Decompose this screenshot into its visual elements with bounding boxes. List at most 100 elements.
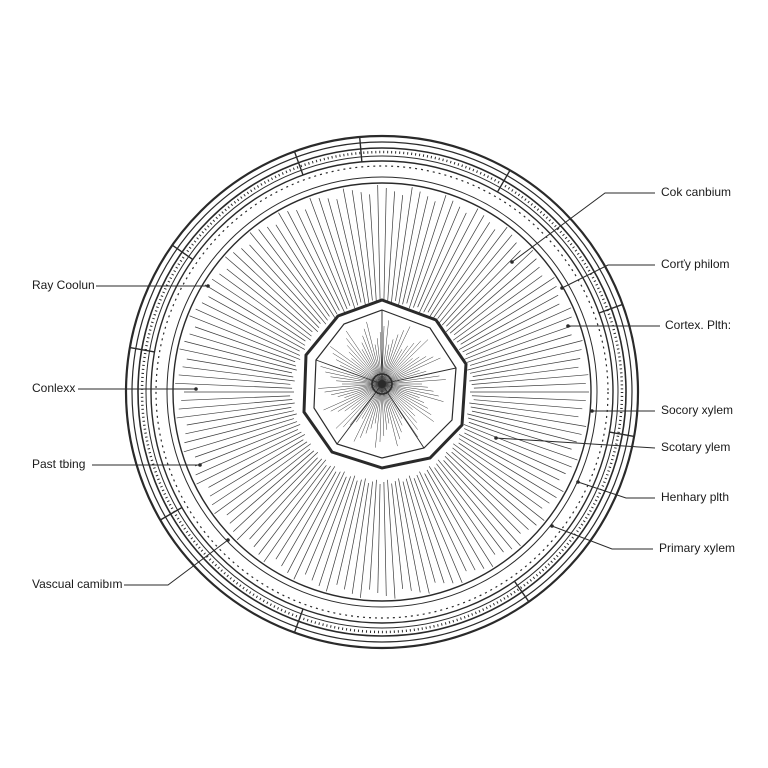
ray-125: [427, 215, 485, 313]
pith-fiber-2: [381, 383, 434, 392]
bark-divider-0: [358, 136, 363, 162]
ray-32: [402, 481, 430, 594]
pith-fiber-16: [381, 383, 403, 426]
pith-fiber-36: [344, 383, 383, 412]
ray-26: [424, 473, 476, 571]
pith-fiber-27: [365, 383, 383, 434]
ray-45: [318, 475, 356, 587]
ray-140: [465, 307, 572, 355]
pith-fiber-82: [381, 356, 427, 385]
ray-121: [413, 200, 454, 308]
ring-2: [137, 147, 627, 637]
ray-16: [452, 447, 545, 521]
label-cortex-phloem: Corťy philom: [661, 257, 730, 271]
ray-81: [184, 340, 297, 371]
ray-10: [464, 428, 566, 475]
ray-88: [204, 284, 306, 346]
pith-fiber-62: [362, 335, 383, 385]
ray-139: [462, 303, 560, 353]
bark-divider-6: [159, 506, 183, 521]
label-secondary-xylem-2: Scotary ylem: [661, 440, 731, 454]
ray-2: [473, 399, 583, 410]
ray-11: [464, 432, 560, 481]
ray-110: [360, 192, 373, 301]
label-past-tubing: Past tbing: [32, 457, 86, 471]
pith-fiber-1: [381, 383, 428, 388]
pith-fiber-52: [335, 359, 383, 385]
ray-90: [219, 273, 312, 341]
bark-divider-8: [171, 244, 194, 261]
ray-86: [201, 302, 300, 352]
ray-17: [451, 451, 537, 526]
ray-42: [343, 478, 366, 590]
ray-68: [183, 418, 295, 453]
ray-43: [336, 479, 362, 585]
leader-past-tubing-dot: [198, 463, 202, 467]
ray-7: [468, 417, 572, 450]
label-vascular-cambium: Vascual camibım: [32, 577, 123, 591]
pith-fiber-37: [337, 383, 383, 412]
ray-82: [189, 333, 296, 367]
leader-vascular-cambium: [124, 539, 229, 586]
medullary-rays: [175, 185, 589, 599]
ray-44: [325, 480, 358, 592]
ray-111: [369, 194, 377, 305]
ray-123: [419, 212, 467, 313]
ring-5: [166, 176, 598, 608]
ray-40: [360, 481, 373, 598]
pith-fiber-65: [374, 344, 383, 385]
ray-79: [186, 358, 294, 378]
ring-4: [150, 160, 614, 624]
pith-fiber-75: [381, 349, 403, 385]
ray-49: [287, 471, 341, 573]
ray-25: [426, 469, 485, 569]
ray-96: [249, 232, 327, 325]
ray-117: [398, 191, 421, 306]
pith-center-ring: [371, 373, 393, 395]
ray-91: [226, 268, 312, 337]
ray-59: [226, 448, 311, 516]
leader-lines: [78, 192, 660, 586]
ray-133: [449, 258, 537, 334]
label-cortex-left: Conlexx: [32, 381, 76, 395]
ray-122: [417, 206, 461, 308]
leader-cork-cambium: [511, 192, 655, 263]
pith-fiber-85: [381, 370, 420, 385]
ray-106: [327, 198, 359, 306]
ray-71: [186, 406, 292, 426]
bark-divider-4: [513, 580, 530, 603]
ray-12: [458, 434, 564, 493]
ray-147: [469, 366, 579, 382]
bark-divider-2: [598, 303, 623, 314]
ray-113: [383, 188, 387, 301]
pith-fiber-21: [381, 383, 388, 430]
bark-divider-3: [609, 431, 635, 438]
ray-127: [433, 229, 496, 319]
ray-135: [452, 275, 543, 341]
label-ray-column: Ray Coolun: [32, 278, 95, 292]
ray-84: [189, 315, 301, 360]
pith-fiber-60: [361, 349, 383, 385]
ray-51: [275, 466, 336, 560]
ring-1: [131, 141, 633, 643]
ray-20: [443, 460, 521, 547]
ray-130: [441, 242, 517, 326]
ray-114: [387, 191, 395, 305]
ray-138: [458, 294, 559, 350]
ray-128: [437, 226, 508, 319]
ray-66: [194, 424, 301, 467]
ray-120: [408, 195, 447, 309]
label-cork-cambium: Cok canbium: [661, 185, 732, 199]
ring-6: [172, 182, 592, 602]
ray-19: [444, 456, 521, 534]
pith-fiber-12: [381, 383, 417, 423]
pith-fiber-47: [330, 376, 383, 385]
ray-72: [176, 402, 295, 419]
ray-101: [287, 211, 340, 311]
ray-118: [402, 196, 429, 305]
leader-secondary-xylem-2: [495, 437, 656, 449]
ray-98: [266, 226, 330, 317]
leader-cortex-pith-dot: [566, 324, 570, 328]
ray-48: [293, 471, 345, 580]
